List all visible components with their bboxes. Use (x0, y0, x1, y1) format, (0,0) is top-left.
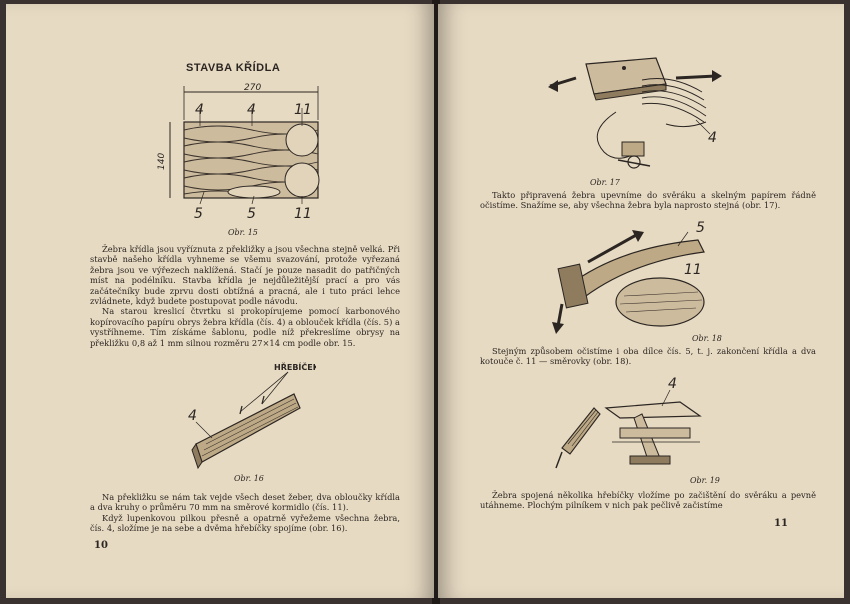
figure-18-caption: Obr. 18 (692, 334, 722, 343)
section-title: STAVBA KŘÍDLA (186, 62, 281, 74)
paragraph: Žebra spojená několika hřebíčky vložíme … (480, 490, 816, 511)
paragraph: Na starou kreslicí čtvrtku si prokopíruj… (90, 306, 400, 348)
paragraph: Takto připravená žebra upevníme do svěrá… (480, 190, 816, 211)
paragraph: Žebra křídla jsou vyříznuta z překližky … (90, 244, 400, 307)
left-body-text-bottom: Na překližku se nám tak vejde všech dese… (90, 492, 400, 534)
figure-15: 270 140 4 4 11 5 5 11 (157, 83, 320, 220)
dimension-height: 140 (157, 153, 167, 170)
figure-16-caption: Obr. 16 (234, 474, 264, 483)
fig19-number-label: 4 (668, 376, 677, 392)
fig16-nail-label: HŘEBÍČEK (274, 361, 316, 372)
paragraph: Když lupenkovou pilkou přesně a opatrně … (90, 512, 400, 534)
right-body-text-1: Takto připravená žebra upevníme do svěrá… (480, 190, 816, 211)
fig15-top-label: 4 (195, 102, 204, 118)
fig15-bottom-label: 5 (194, 206, 203, 220)
dimension-width: 270 (244, 83, 261, 93)
paragraph: Stejným způsobem očistíme i oba dílce čí… (480, 346, 816, 367)
fig15-top-label: 4 (247, 102, 256, 118)
fig17-number-label: 4 (708, 130, 717, 146)
paragraph: Na překližku se nám tak vejde všech dese… (90, 492, 400, 513)
fig15-bottom-label: 5 (247, 206, 256, 220)
book-gutter (432, 0, 440, 604)
fig15-bottom-label: 11 (294, 206, 312, 220)
left-page: STAVBA KŘÍDLA 270 140 4 4 11 (6, 4, 434, 598)
right-page: 4 Obr. 17 Takto připravená žebra upevním… (438, 4, 844, 598)
fig18-label-5: 5 (696, 220, 705, 236)
figure-19-caption: Obr. 19 (690, 476, 720, 485)
right-body-text-2: Stejným způsobem očistíme i oba dílce čí… (480, 346, 816, 367)
figure-15-caption: Obr. 15 (228, 228, 258, 237)
fig18-label-11: 11 (684, 262, 702, 278)
page-number-left: 10 (94, 540, 108, 551)
figure-18: 5 11 (552, 220, 705, 334)
figure-19: 4 (555, 376, 702, 469)
left-body-text: Žebra křídla jsou vyříznuta z překližky … (90, 244, 400, 348)
right-body-text-3: Žebra spojená několika hřebíčky vložíme … (480, 490, 816, 511)
fig15-top-label: 11 (294, 102, 312, 118)
figure-17: 4 (548, 57, 722, 169)
figure-17-caption: Obr. 17 (590, 178, 620, 187)
fig16-number-label: 4 (188, 408, 197, 424)
page-number-right: 11 (774, 518, 788, 529)
figure-16: HŘEBÍČEK 4 (188, 361, 316, 470)
